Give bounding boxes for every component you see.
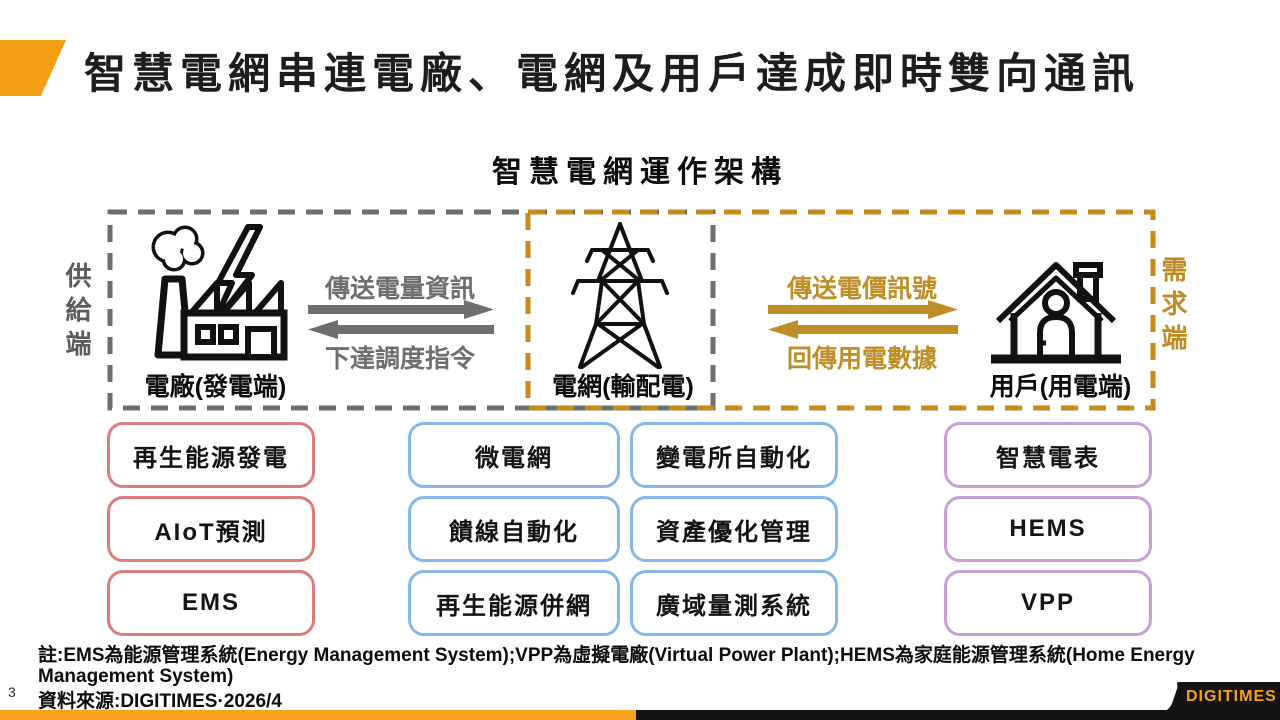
flow-dispatch-order-label: 下達調度指令 [324, 345, 475, 373]
supply-side-label: 供給端 [62, 262, 92, 364]
digitimes-logo-shape-icon [1157, 682, 1280, 712]
title-accent-parallelogram-icon [0, 40, 66, 96]
footer-bar-black [636, 710, 1280, 720]
capability-box-grid-b1: 變電所自動化 [630, 422, 838, 488]
flow-usage-data-label: 回傳用電數據 [786, 345, 937, 373]
capability-box-grid-b3: 廣域量測系統 [630, 570, 838, 636]
capability-box-grid-a1: 微電網 [408, 422, 620, 488]
diagram-title: 智慧電網運作架構 [492, 156, 788, 189]
house-icon [991, 262, 1121, 364]
capability-box-user-2: HEMS [944, 496, 1152, 562]
capability-box-plant-1: 再生能源發電 [107, 422, 315, 488]
capability-box-plant-3: EMS [107, 570, 315, 636]
power-plant-icon [151, 224, 288, 361]
digitimes-logo-text: DIGITIMES [1186, 688, 1277, 705]
price-signal-arrow-right-icon [768, 300, 958, 319]
plant-node-label: 電廠(發電端) [144, 373, 287, 401]
capability-box-plant-2: AIoT預測 [107, 496, 315, 562]
power-info-arrow-right-icon [308, 300, 494, 319]
grid-node-label: 電網(輸配電) [552, 373, 694, 401]
footer-bar-orange [0, 710, 636, 720]
flow-power-info-label: 傳送電量資訊 [324, 275, 475, 303]
capability-box-user-1: 智慧電表 [944, 422, 1152, 488]
source-line: 資料來源:DIGITIMES·2026/4 [38, 691, 282, 712]
footnote: 註:EMS為能源管理系統(Energy Management System);V… [38, 645, 1195, 687]
zone-borders [107, 209, 1156, 411]
flow-price-signal-label: 傳送電價訊號 [786, 275, 937, 303]
user-node-label: 用戶(用電端) [989, 373, 1132, 401]
transmission-tower-icon [571, 222, 669, 369]
demand-zone-dashed-border [525, 209, 1156, 411]
capability-box-grid-b2: 資產優化管理 [630, 496, 838, 562]
supply-zone-dashed-border [107, 209, 716, 411]
page-number: 3 [8, 684, 16, 700]
capability-box-user-3: VPP [944, 570, 1152, 636]
page-title: 智慧電網串連電廠、電網及用戶達成即時雙向通訊 [84, 50, 1141, 97]
capability-box-grid-a2: 饋線自動化 [408, 496, 620, 562]
capability-box-grid-a3: 再生能源併網 [408, 570, 620, 636]
dispatch-order-arrow-left-icon [308, 320, 494, 339]
demand-side-label: 需求端 [1158, 256, 1188, 358]
usage-data-arrow-left-icon [768, 320, 958, 339]
